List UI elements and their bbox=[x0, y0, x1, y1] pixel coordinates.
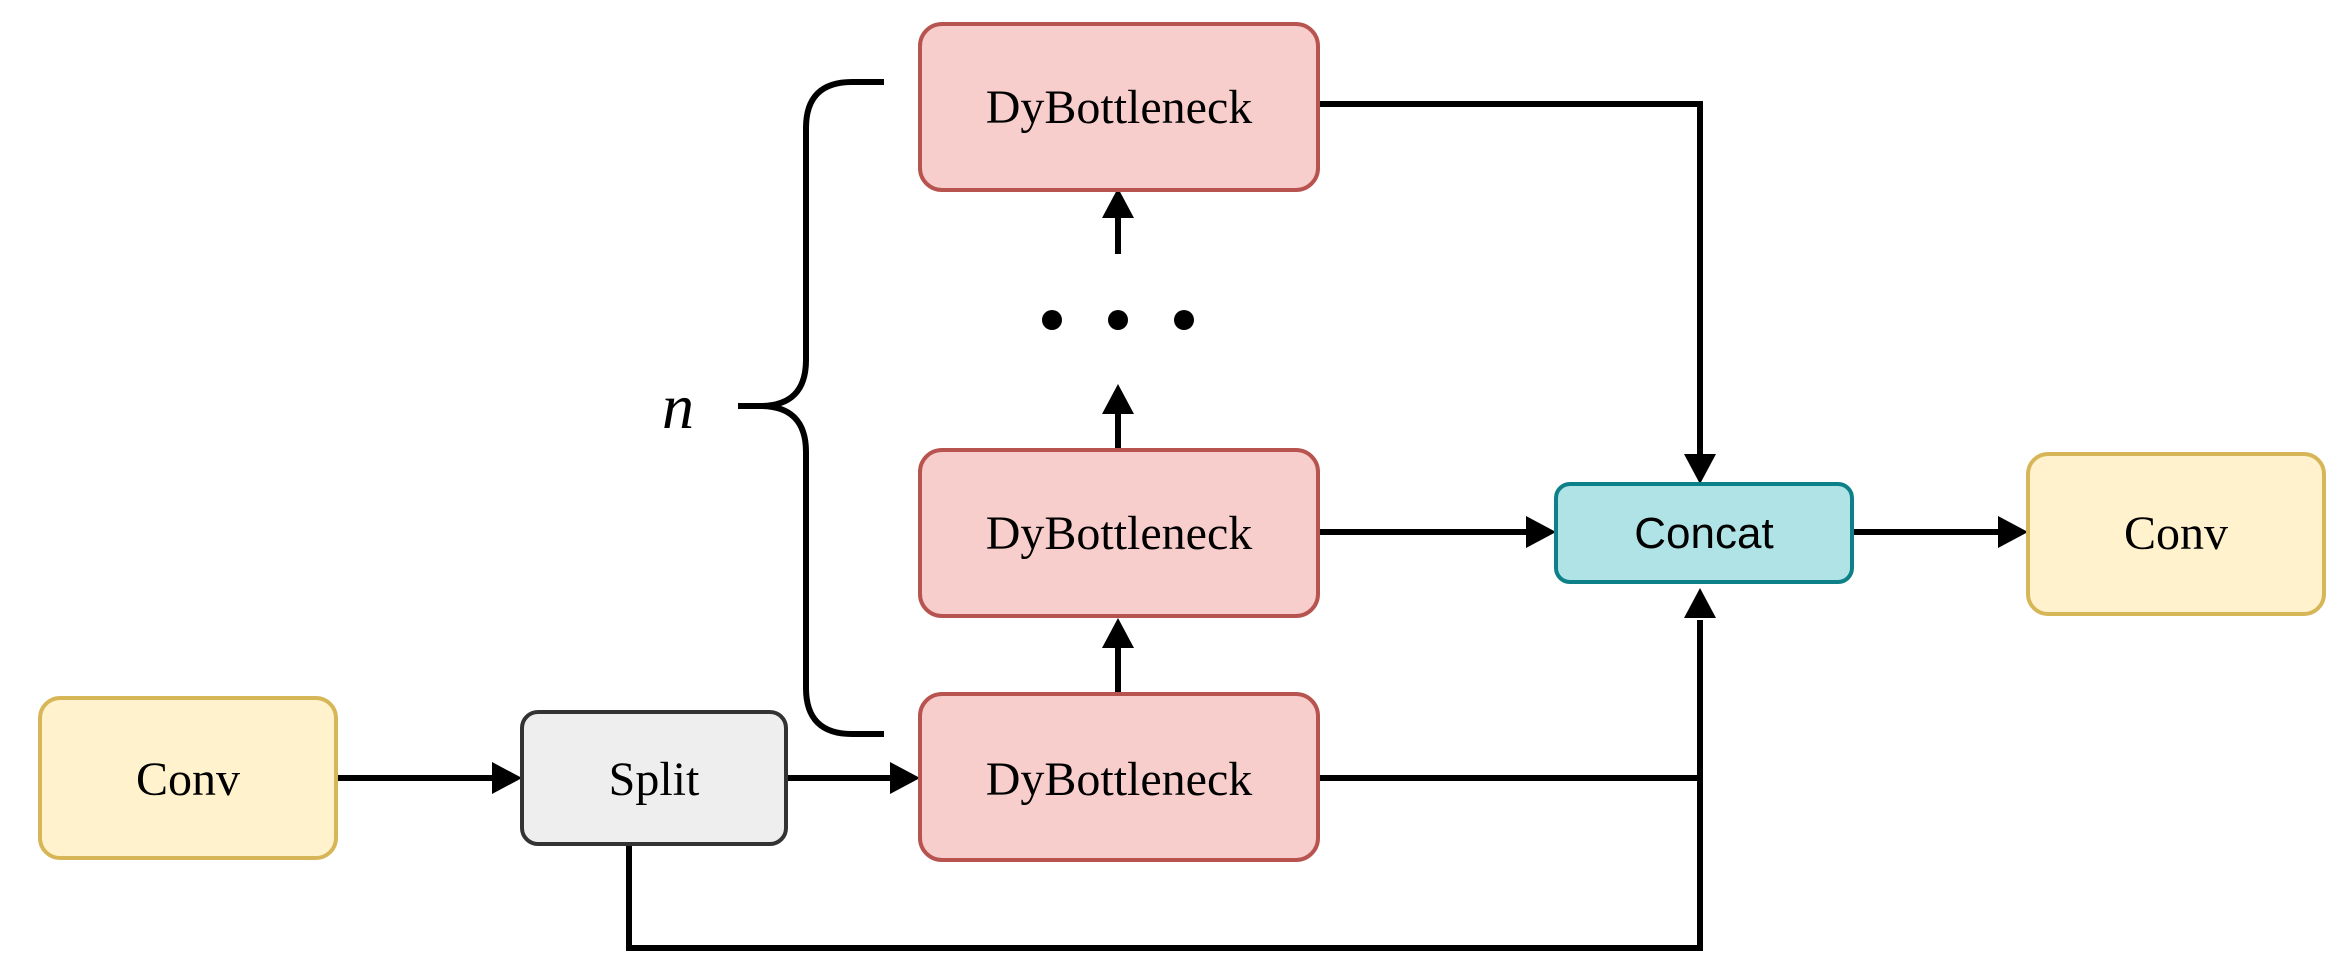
edge-dyb-top-to-concat bbox=[1318, 101, 1703, 454]
arrowhead-concat-bottom bbox=[1684, 588, 1716, 618]
split-box bbox=[520, 710, 788, 846]
node-concat: Concat bbox=[1554, 482, 1854, 584]
conv-out-label: Conv bbox=[2124, 507, 2228, 560]
edge-split-bypass-to-concat bbox=[626, 620, 1703, 951]
node-dyb-middle: DyBottleneck bbox=[918, 448, 1320, 618]
edges bbox=[338, 79, 2028, 951]
concat-label: Concat bbox=[1634, 509, 1773, 558]
arrowhead-dyb-top bbox=[1102, 188, 1134, 218]
arrowhead-dyb-middle bbox=[1102, 618, 1134, 648]
node-dyb-bottom: DyBottleneck bbox=[918, 692, 1320, 862]
repeat-count-label: n bbox=[662, 371, 694, 442]
dyb-bottom-label: DyBottleneck bbox=[986, 753, 1253, 806]
conv-out-box bbox=[2026, 452, 2326, 616]
arrowhead-concat-left bbox=[1526, 516, 1556, 548]
arrowhead-conv-out bbox=[1998, 516, 2028, 548]
split-label: Split bbox=[609, 753, 700, 806]
node-conv-in: Conv bbox=[38, 696, 338, 860]
ellipsis-dot bbox=[1108, 310, 1128, 330]
arrowhead-dyb-bottom bbox=[890, 762, 920, 794]
conv-in-box bbox=[38, 696, 338, 860]
conv-in-label: Conv bbox=[136, 753, 240, 806]
dyb-top-label: DyBottleneck bbox=[986, 81, 1253, 134]
dyb-middle-label: DyBottleneck bbox=[986, 507, 1253, 560]
node-conv-out: Conv bbox=[2026, 452, 2326, 616]
node-dyb-top: DyBottleneck bbox=[918, 22, 1320, 192]
dyb-bottom-box bbox=[918, 692, 1320, 862]
ellipsis-dot bbox=[1042, 310, 1062, 330]
arrowhead-concat-top bbox=[1684, 454, 1716, 484]
arrowhead-split bbox=[492, 762, 522, 794]
node-split: Split bbox=[520, 710, 788, 846]
dyb-middle-box bbox=[918, 448, 1320, 618]
arrowhead-ellipsis bbox=[1102, 384, 1134, 414]
concat-box bbox=[1554, 482, 1854, 584]
dyb-top-box bbox=[918, 22, 1320, 192]
ellipsis-dot bbox=[1174, 310, 1194, 330]
repeat-brace bbox=[738, 79, 884, 737]
ellipsis bbox=[1042, 310, 1194, 330]
